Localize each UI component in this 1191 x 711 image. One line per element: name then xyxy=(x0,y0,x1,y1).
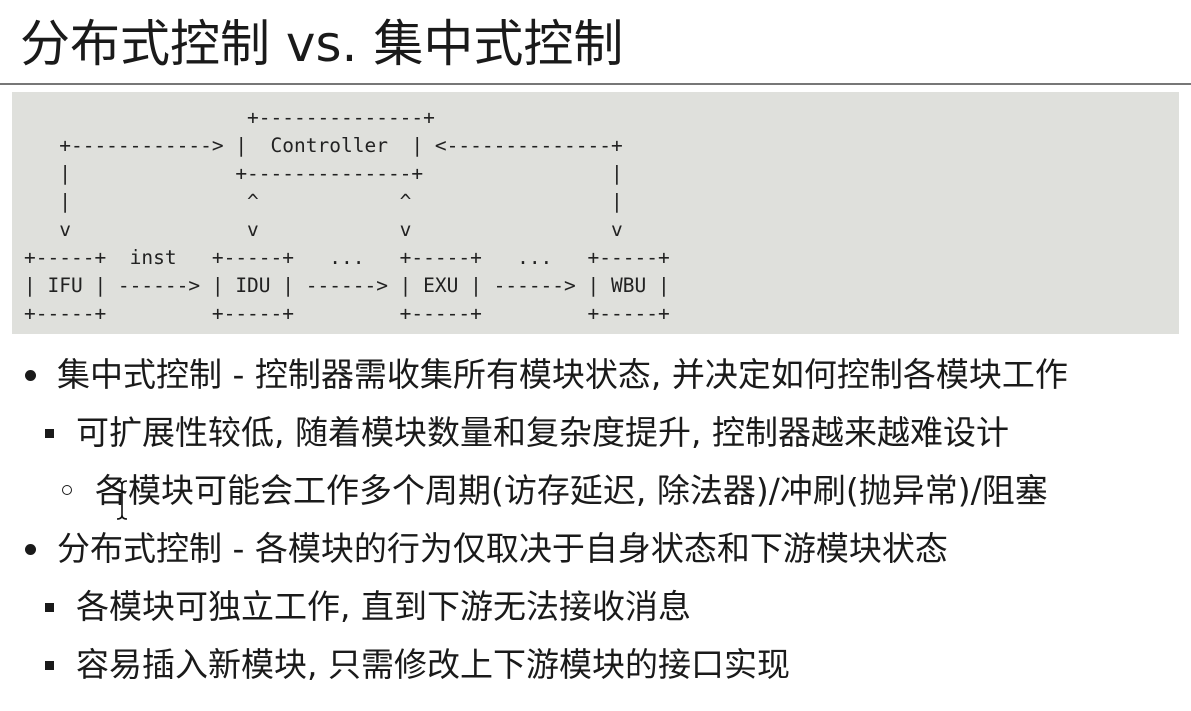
bullet-item-distributed: 分布式控制 - 各模块的行为仅取决于自身状态和下游模块状态 xyxy=(0,520,1191,578)
bullet-item-insert-module: 容易插入新模块, 只需修改上下游模块的接口实现 xyxy=(0,636,1191,694)
bullet-item-independent: 各模块可独立工作, 直到下游无法接收消息 xyxy=(0,578,1191,636)
square-bullet-icon xyxy=(45,429,54,438)
bullet-item-multicycle: 各模块可能会工作多个周期(访存延迟, 除法器)/冲刷(抛异常)/阻塞 xyxy=(0,462,1191,520)
bullet-text: 各模块可能会工作多个周期(访存延迟, 除法器)/冲刷(抛异常)/阻塞 xyxy=(95,471,1048,510)
bullet-list: 集中式控制 - 控制器需收集所有模块状态, 并决定如何控制各模块工作 可扩展性较… xyxy=(0,346,1191,694)
bullet-text: 集中式控制 - 控制器需收集所有模块状态, 并决定如何控制各模块工作 xyxy=(57,355,1068,394)
bullet-item-scalability: 可扩展性较低, 随着模块数量和复杂度提升, 控制器越来越难设计 xyxy=(0,404,1191,462)
page-title: 分布式控制 vs. 集中式控制 xyxy=(20,15,624,73)
filled-circle-bullet-icon xyxy=(25,544,36,555)
pipeline-ascii-diagram: +--------------+ +------------> | Contro… xyxy=(24,106,670,325)
square-bullet-icon xyxy=(45,603,54,612)
text-cursor-icon xyxy=(116,480,128,520)
bullet-text: 分布式控制 - 各模块的行为仅取决于自身状态和下游模块状态 xyxy=(57,529,948,568)
title-divider xyxy=(0,83,1191,85)
bullet-text: 容易插入新模块, 只需修改上下游模块的接口实现 xyxy=(76,645,790,684)
pipeline-diagram-box: +--------------+ +------------> | Contro… xyxy=(12,92,1179,334)
bullet-text: 可扩展性较低, 随着模块数量和复杂度提升, 控制器越来越难设计 xyxy=(76,413,1009,452)
filled-circle-bullet-icon xyxy=(25,370,36,381)
bullet-item-centralized: 集中式控制 - 控制器需收集所有模块状态, 并决定如何控制各模块工作 xyxy=(0,346,1191,404)
hollow-circle-bullet-icon xyxy=(62,485,72,495)
square-bullet-icon xyxy=(45,661,54,670)
bullet-text: 各模块可独立工作, 直到下游无法接收消息 xyxy=(76,587,691,626)
